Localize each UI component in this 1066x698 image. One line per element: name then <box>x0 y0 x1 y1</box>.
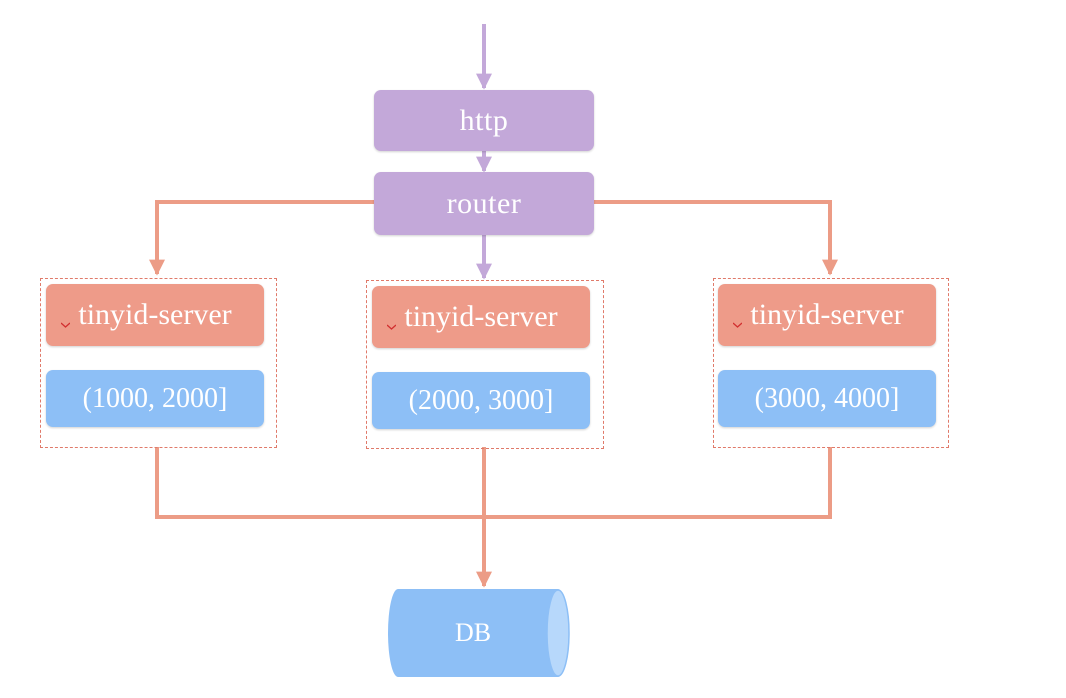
http-node: http <box>374 90 594 151</box>
server-label-2: tinyid-server <box>404 300 558 333</box>
arrow-router-to-server-1 <box>149 200 375 276</box>
router-node: router <box>374 172 594 235</box>
range-label-2: (2000, 3000] <box>408 384 554 416</box>
database-cylinder-icon <box>388 589 570 677</box>
router-label: router <box>446 186 522 220</box>
range-node-3: (3000, 4000] <box>718 370 936 427</box>
database-node: DB <box>388 589 580 677</box>
server-group-2: tinyid-server (2000, 3000] <box>366 280 604 449</box>
range-label-1: (1000, 2000] <box>82 382 228 414</box>
range-label-3: (3000, 4000] <box>754 382 900 414</box>
server-node-2: tinyid-server <box>372 286 590 348</box>
line-server-3-to-bus <box>484 447 832 519</box>
server-group-1: tinyid-server (1000, 2000] <box>40 278 277 448</box>
server-label-3: tinyid-server <box>750 298 904 331</box>
line-server-1-to-bus <box>155 447 484 519</box>
spellcheck-mark-icon <box>61 322 70 328</box>
range-node-1: (1000, 2000] <box>46 370 264 427</box>
server-group-3: tinyid-server (3000, 4000] <box>713 278 949 448</box>
http-label: http <box>459 103 509 137</box>
spellcheck-mark-icon <box>387 324 396 330</box>
server-label-1: tinyid-server <box>78 298 232 331</box>
server-node-3: tinyid-server <box>718 284 936 346</box>
spellcheck-mark-icon <box>733 322 742 328</box>
arrow-router-to-server-3 <box>593 200 838 276</box>
database-label: DB <box>454 618 492 647</box>
server-node-1: tinyid-server <box>46 284 264 346</box>
range-node-2: (2000, 3000] <box>372 372 590 429</box>
